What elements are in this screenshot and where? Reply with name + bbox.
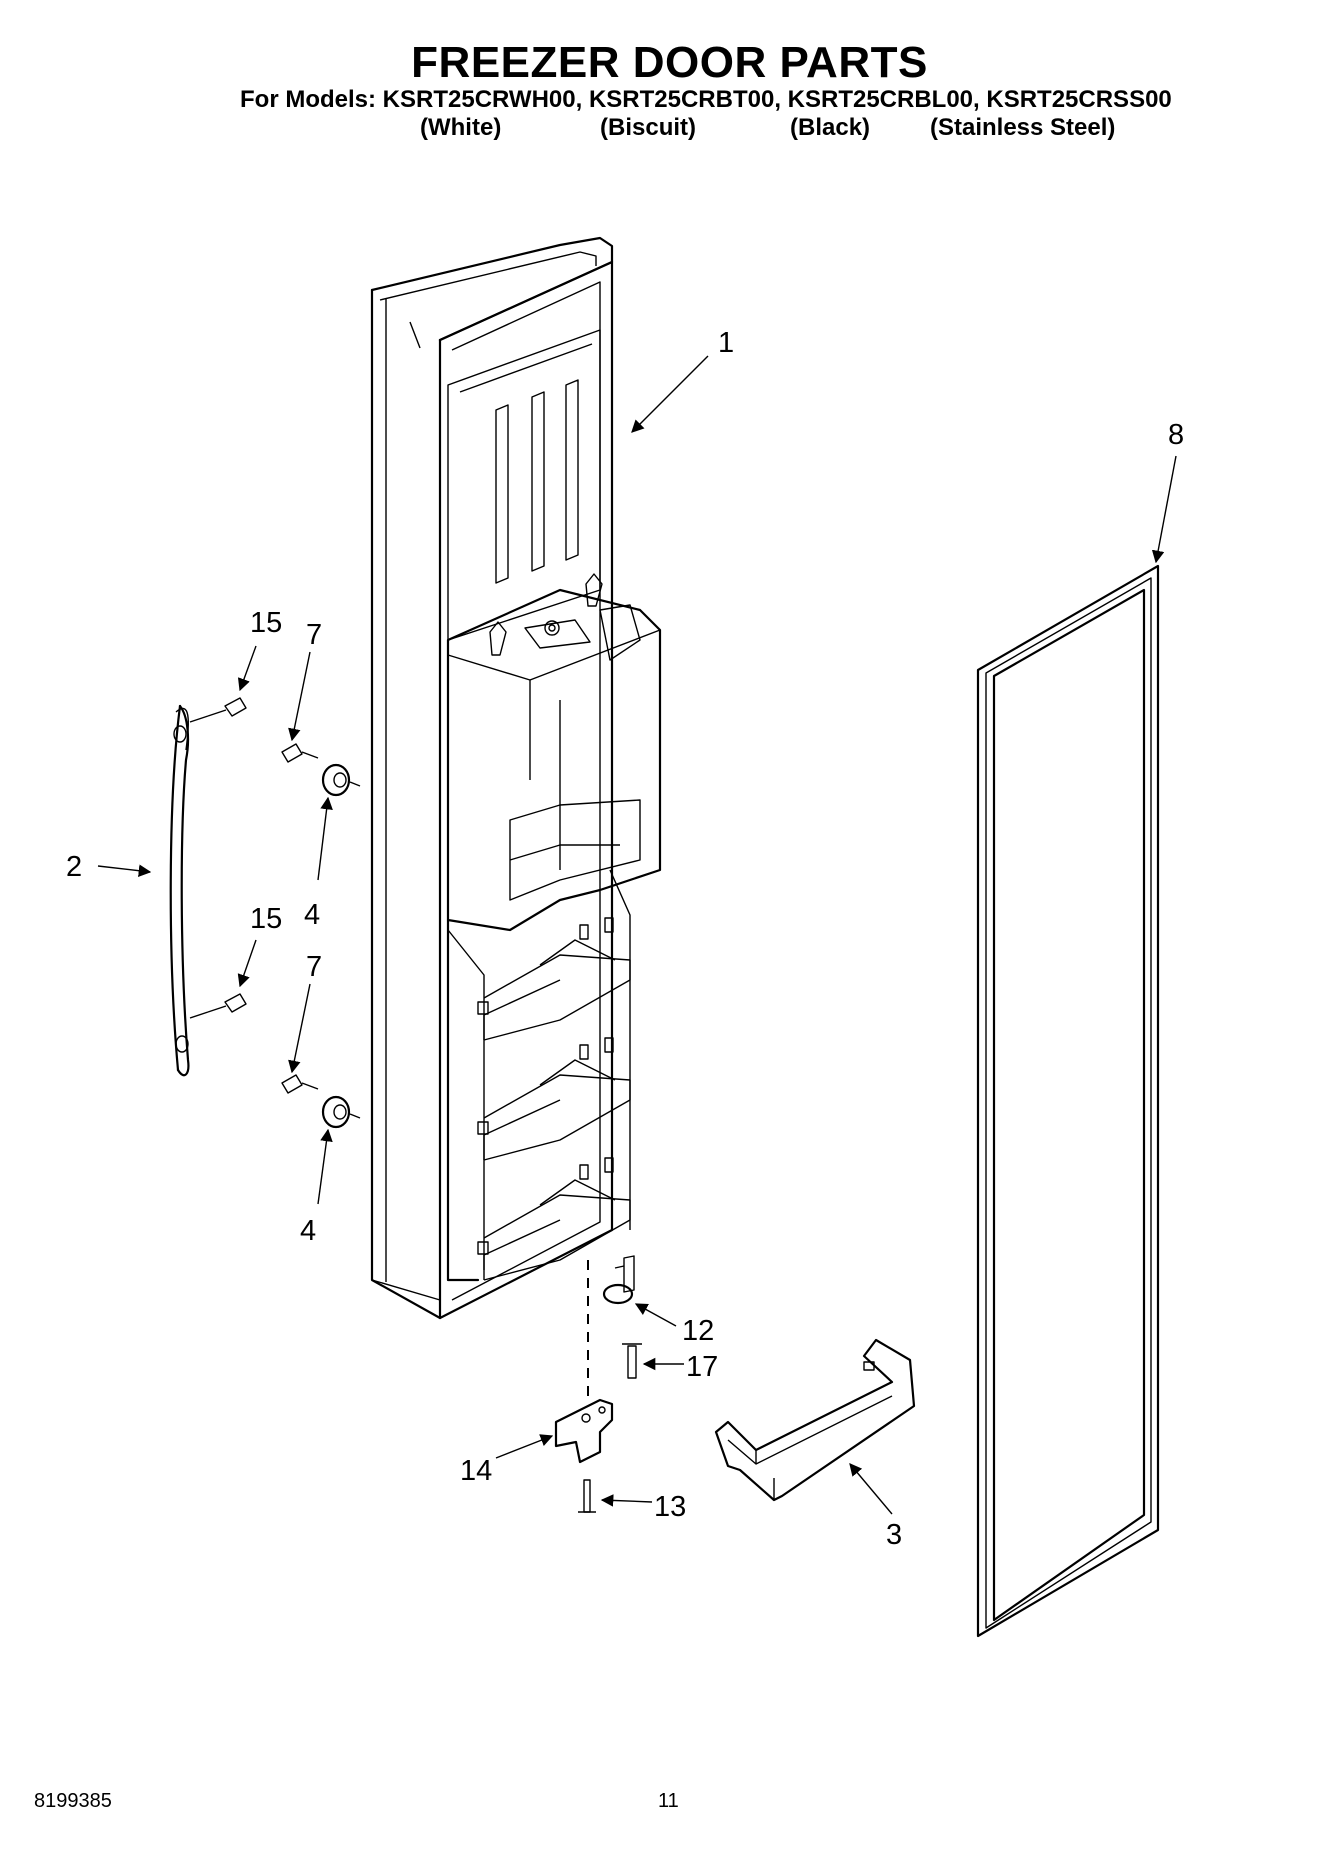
callout-12: 12: [682, 1315, 714, 1347]
callout-15-upper: 15: [250, 607, 282, 639]
door-handle-part: [169, 704, 190, 1077]
callout-3: 3: [886, 1519, 902, 1551]
variant-stainless-steel: (Stainless Steel): [930, 114, 1116, 141]
callout-13: 13: [654, 1491, 686, 1523]
bottom-trim-part: [714, 1338, 916, 1502]
leader-arrows: [97, 355, 1177, 1515]
callout-4-lower: 4: [300, 1215, 316, 1247]
callout-8: 8: [1168, 419, 1184, 451]
door-gasket-part: [976, 564, 1160, 1638]
variant-white: (White): [420, 114, 502, 141]
handle-screw-lower: [189, 993, 247, 1019]
callout-14: 14: [460, 1455, 492, 1487]
page-number: 11: [658, 1790, 679, 1812]
variant-biscuit: (Biscuit): [600, 114, 696, 141]
callout-15-lower: 15: [250, 903, 282, 935]
hinge-pin-part: [602, 1255, 635, 1305]
pin-screw-part: [622, 1343, 642, 1379]
callout-7-lower: 7: [306, 951, 322, 983]
handle-screw-upper: [189, 697, 247, 723]
variant-black: (Black): [790, 114, 871, 141]
hinge-screw-part: [578, 1479, 596, 1513]
callout-17: 17: [686, 1351, 718, 1383]
callout-4-upper: 4: [304, 899, 320, 931]
document-number: 8199385: [34, 1790, 112, 1812]
lower-hinge-part: [554, 1398, 614, 1464]
models-line: For Models: KSRT25CRWH00, KSRT25CRBT00, …: [240, 86, 1172, 113]
door-liner-part: [370, 236, 662, 1320]
page-title: FREEZER DOOR PARTS: [411, 38, 928, 87]
callout-1: 1: [718, 327, 734, 359]
callout-2: 2: [66, 851, 82, 883]
handle-stud-upper: [281, 743, 361, 797]
callout-7-upper: 7: [306, 619, 322, 651]
handle-stud-lower: [281, 1074, 361, 1129]
